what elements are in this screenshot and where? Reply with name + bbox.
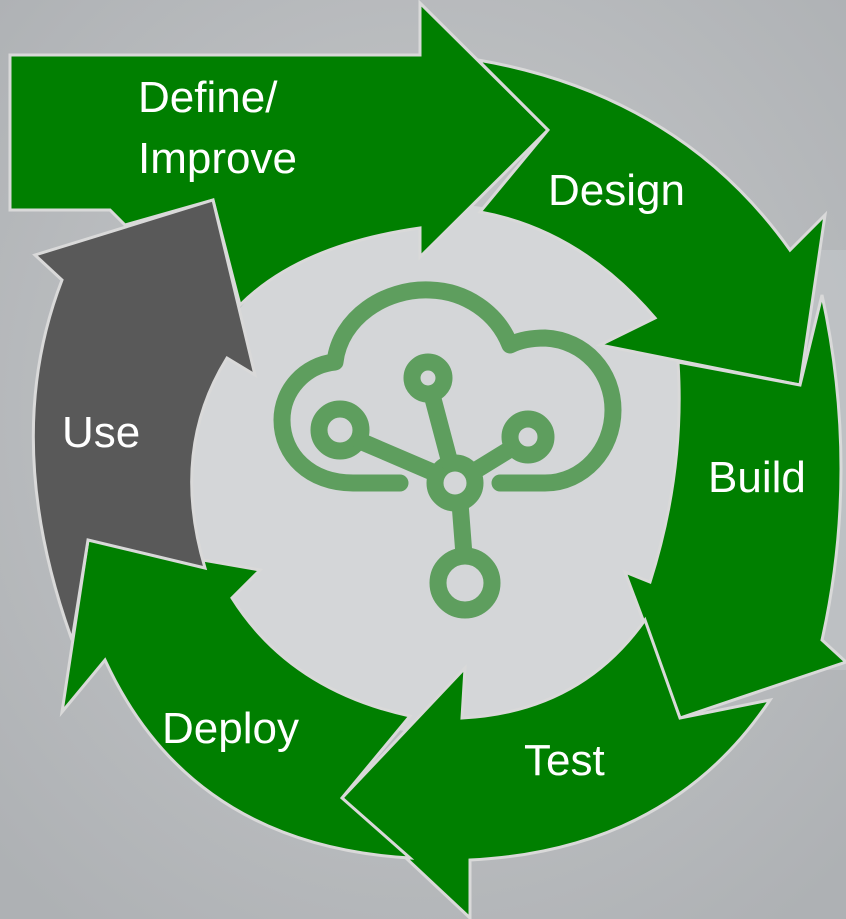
right-node (501, 410, 555, 464)
stage-label-deploy: Deploy (162, 704, 299, 753)
stage-labels: Define/ Improve Design Build Test Deploy… (62, 73, 806, 785)
arrow-deploy (59, 538, 415, 860)
stage-label-use: Use (62, 408, 140, 457)
right-link (464, 439, 521, 481)
arrow-build (622, 294, 846, 720)
stage-label-test: Test (524, 736, 605, 785)
cloud-network-icon (273, 281, 622, 619)
bottom-link (451, 494, 473, 564)
stage-label-design: Design (548, 166, 685, 215)
stage-label-improve: Improve (138, 134, 297, 183)
arrow-design (473, 57, 828, 387)
stage-label-build: Build (708, 453, 806, 502)
left-link (351, 432, 446, 483)
top-link (423, 386, 459, 472)
stage-label-define: Define/ (138, 73, 278, 122)
cycle-arrows (8, 0, 846, 919)
left-node (310, 400, 370, 460)
arrow-use (31, 198, 258, 641)
cloud-outline (273, 281, 622, 492)
bottom-node (429, 547, 501, 619)
arrow-test (339, 616, 774, 919)
